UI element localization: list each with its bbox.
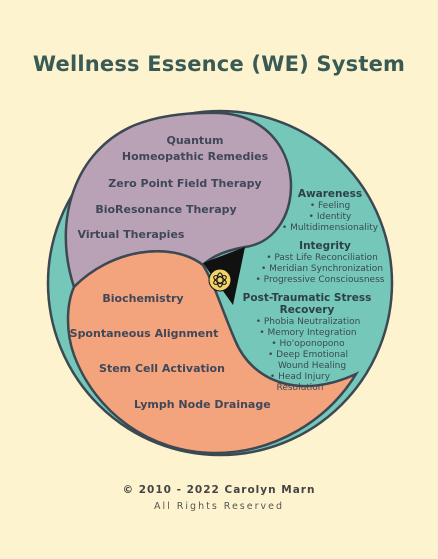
- awareness-item-identity: • Identity: [308, 212, 352, 222]
- purple-item-virtual: Virtual Therapies: [77, 228, 185, 241]
- flower-emblem-icon: [208, 268, 232, 292]
- integrity-item-past-life: • Past Life Reconciliation: [266, 253, 378, 263]
- copyright-text: © 2010 - 2022 Carolyn Marn: [122, 484, 316, 496]
- integrity-item-progressive: • Progressive Consciousness: [255, 275, 385, 285]
- ptsr-heading-1: Post-Traumatic Stress: [242, 292, 372, 304]
- ptsr-item-memory: • Memory Integration: [259, 328, 357, 338]
- rights-text: All Rights Reserved: [154, 501, 284, 512]
- purple-item-homeopathic: Homeopathic Remedies: [121, 150, 269, 163]
- ptsr-item-deep-emotional: • Deep Emotional: [268, 350, 348, 360]
- page-title: Wellness Essence (WE) System: [32, 52, 406, 76]
- ptsr-item-hooponopono: • Ho'oponopono: [271, 339, 345, 349]
- orange-section: [66, 249, 360, 455]
- awareness-item-feeling: • Feeling: [309, 201, 351, 211]
- ptsr-item-head-injury: • Head Injury: [269, 372, 331, 382]
- orange-item-spontaneous: Spontaneous Alignment: [69, 327, 219, 340]
- awareness-item-multidimensionality: • Multidimensionality: [281, 223, 379, 233]
- orange-item-biochemistry: Biochemistry: [102, 292, 184, 305]
- purple-item-quantum: Quantum: [166, 134, 224, 147]
- purple-item-zpf: Zero Point Field Therapy: [108, 177, 262, 190]
- ptsr-item-resolution: Resolution: [276, 383, 324, 393]
- ptsr-item-wound-healing: Wound Healing: [277, 361, 347, 371]
- ptsr-heading-2: Recovery: [279, 304, 335, 316]
- awareness-heading: Awareness: [297, 188, 363, 200]
- integrity-item-meridian: • Meridian Synchronization: [260, 264, 384, 274]
- orange-item-stemcell: Stem Cell Activation: [99, 362, 225, 375]
- purple-item-bioresonance: BioResonance Therapy: [95, 203, 237, 216]
- ptsr-item-phobia: • Phobia Neutralization: [255, 317, 361, 327]
- integrity-heading: Integrity: [299, 240, 351, 252]
- orange-item-lymph: Lymph Node Drainage: [134, 398, 271, 411]
